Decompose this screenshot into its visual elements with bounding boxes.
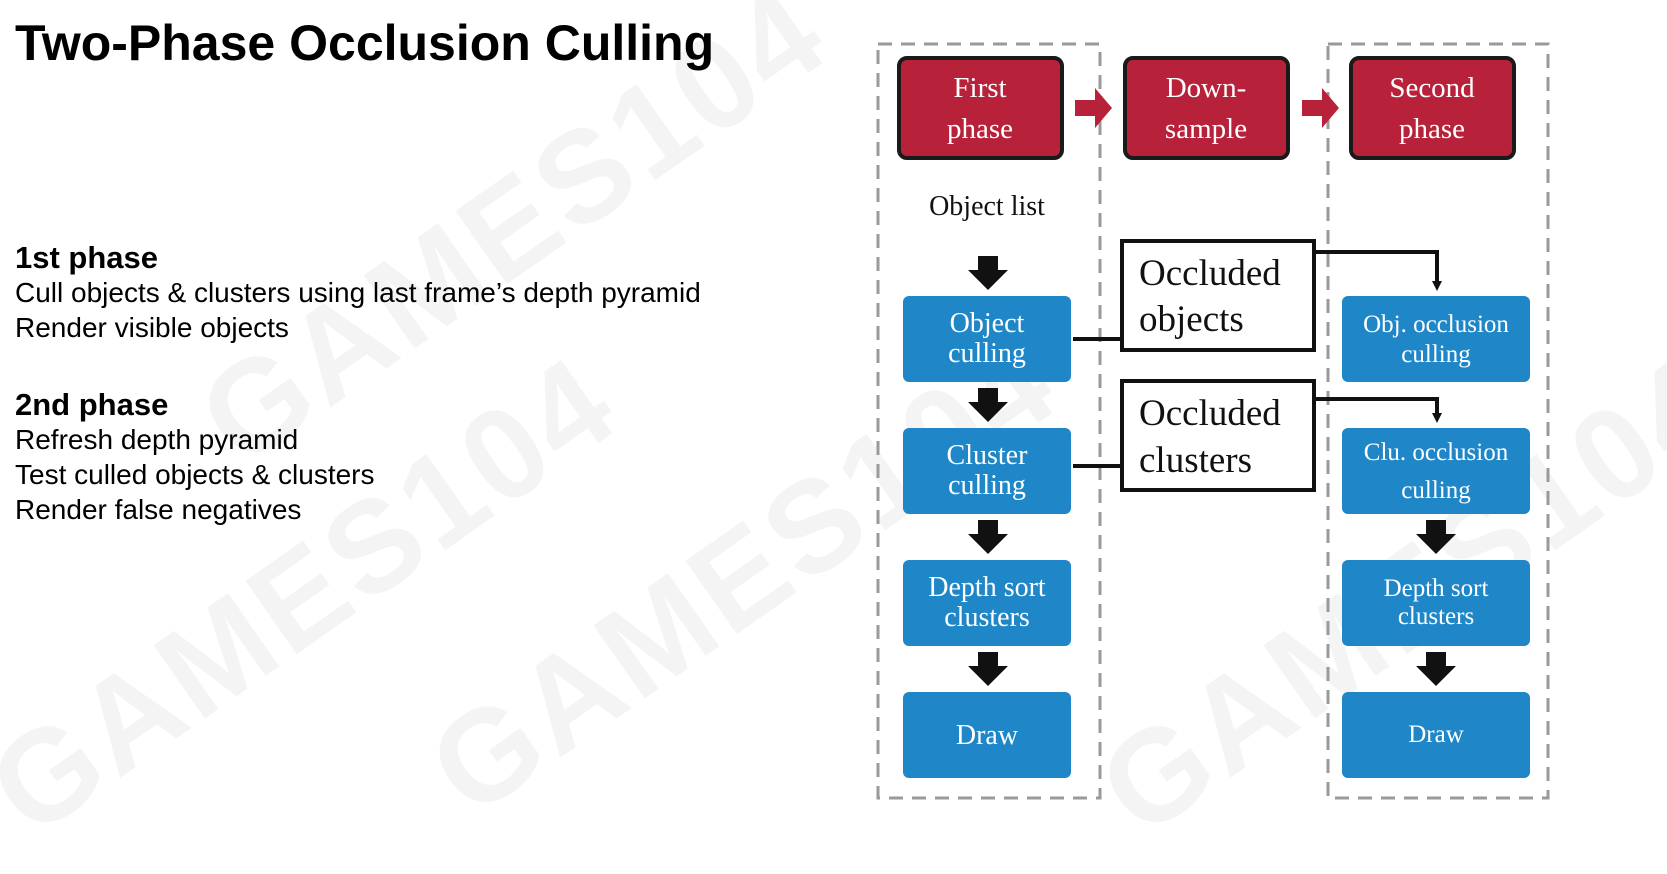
depth-sort-label: Depth sort: [1384, 575, 1489, 602]
down-arrow-icon: [1416, 520, 1456, 554]
phase-1-section: 1st phase Cull objects & clusters using …: [15, 240, 701, 345]
phase-2-section: 2nd phase Refresh depth pyramid Test cul…: [15, 387, 375, 527]
obj-occlusion-culling-box: Obj. occlusion culling: [1342, 296, 1530, 382]
second-phase-label: Second: [1389, 72, 1475, 104]
draw-box-2: Draw: [1342, 692, 1530, 778]
phase-2-line: Test culled objects & clusters: [15, 459, 375, 490]
obj-occlusion-label: Obj. occlusion: [1363, 311, 1509, 338]
cluster-culling-box: Cluster culling: [903, 428, 1071, 514]
first-phase-label: First: [953, 72, 1006, 104]
phase-2-heading: 2nd phase: [15, 387, 169, 422]
phase-1-heading: 1st phase: [15, 240, 159, 275]
object-list-label: Object list: [929, 191, 1045, 222]
object-culling-label: Object: [950, 308, 1025, 339]
phase-2-line: Refresh depth pyramid: [15, 424, 299, 455]
draw-label: Draw: [956, 720, 1019, 751]
phase-2-line: Render false negatives: [15, 494, 302, 525]
right-arrow-icon: [1302, 88, 1339, 128]
down-arrow-icon: [968, 520, 1008, 554]
down-arrow-icon: [968, 256, 1008, 290]
depth-sort-clusters-box-2: Depth sort clusters: [1342, 560, 1530, 646]
second-phase-box: Second phase: [1349, 56, 1516, 160]
downsample-label: sample: [1165, 113, 1247, 145]
occluded-clusters-label: Occluded: [1139, 393, 1281, 434]
cluster-culling-label: culling: [948, 470, 1026, 501]
phase-1-line: Cull objects & clusters using last frame…: [15, 277, 701, 308]
downsample-label: Down-: [1166, 72, 1247, 104]
object-culling-box: Object culling: [903, 296, 1071, 382]
depth-sort-label: Depth sort: [928, 572, 1046, 603]
obj-occlusion-label: culling: [1401, 341, 1471, 368]
occluded-clusters-box: Occluded clusters: [1120, 379, 1316, 492]
first-phase-box: First phase: [897, 56, 1064, 160]
first-phase-label: phase: [947, 113, 1013, 145]
occluded-clusters-label: clusters: [1139, 440, 1252, 481]
down-arrow-icon: [1416, 652, 1456, 686]
down-arrow-icon: [968, 388, 1008, 422]
occluded-objects-box: Occluded objects: [1120, 239, 1316, 352]
slide-title: Two-Phase Occlusion Culling: [15, 15, 715, 71]
second-phase-label: phase: [1399, 113, 1465, 145]
depth-sort-label: clusters: [1398, 603, 1474, 630]
elbow-arrow: [1314, 250, 1442, 291]
clu-occlusion-label: Clu. occlusion: [1364, 439, 1509, 466]
downsample-box: Down- sample: [1123, 56, 1290, 160]
phase-1-line: Render visible objects: [15, 312, 289, 343]
second-phase-frame: [1326, 42, 1550, 800]
draw-box: Draw: [903, 692, 1071, 778]
right-arrow-icon: [1075, 88, 1112, 128]
clu-occlusion-culling-box: Clu. occlusion culling: [1342, 428, 1530, 514]
occluded-objects-label: objects: [1139, 299, 1244, 340]
depth-sort-clusters-box: Depth sort clusters: [903, 560, 1071, 646]
object-culling-label: culling: [948, 338, 1026, 369]
occluded-objects-label: Occluded: [1139, 253, 1281, 294]
down-arrow-icon: [968, 652, 1008, 686]
first-phase-frame: [876, 42, 1102, 800]
draw-label: Draw: [1408, 721, 1464, 748]
depth-sort-label: clusters: [944, 602, 1030, 633]
clu-occlusion-label: culling: [1401, 477, 1471, 504]
elbow-arrow: [1314, 397, 1442, 423]
cluster-culling-label: Cluster: [947, 440, 1029, 471]
